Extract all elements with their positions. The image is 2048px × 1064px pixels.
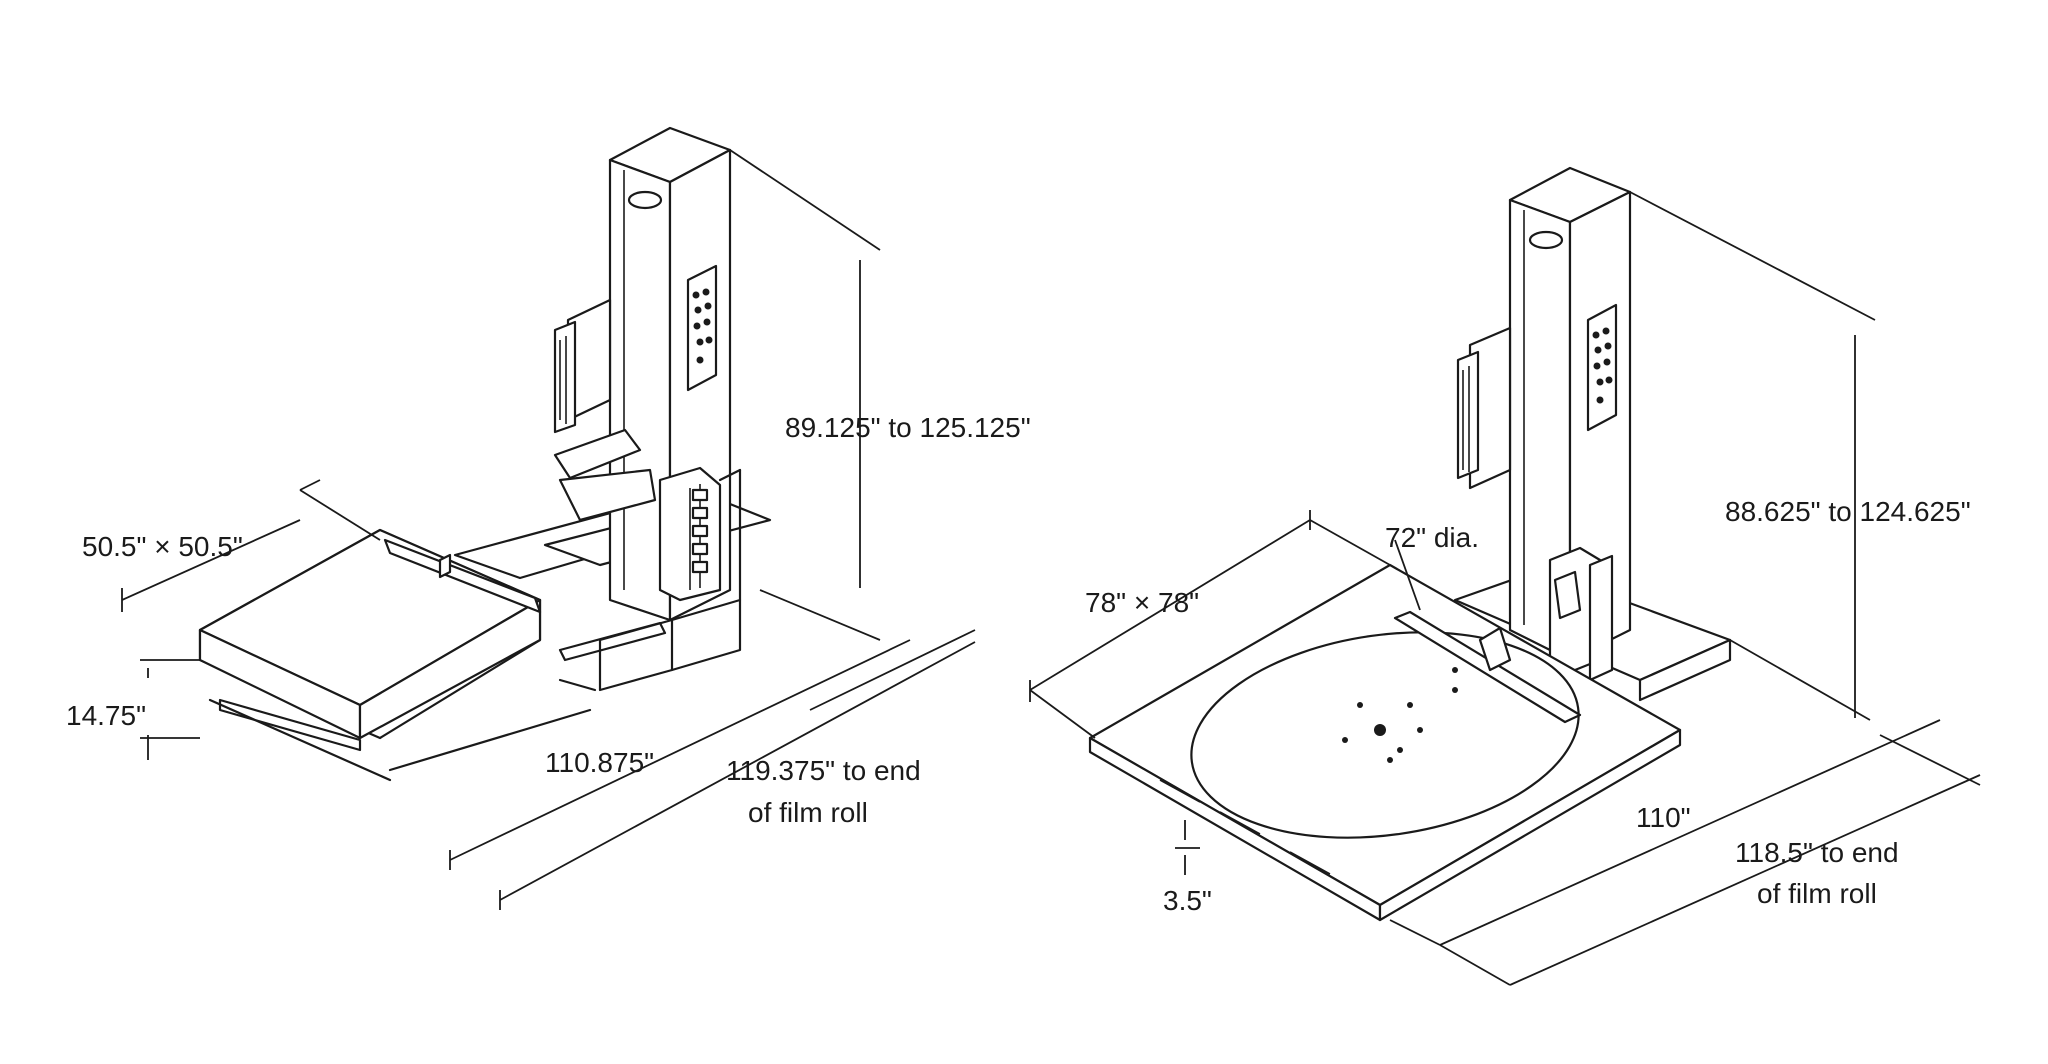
left-platform [198,528,542,782]
right-turntable-holes [1342,667,1458,763]
left-overall-length-label-line2: of film roll [748,797,868,828]
left-fork-frame [598,468,742,692]
left-overall-length-label-line1: 119.375" to end [726,755,921,786]
left-platform-height-label: 14.75" [66,700,146,731]
right-overall-length-label-line1: 118.5" to end [1735,837,1899,868]
left-machine [121,126,976,910]
right-motor-housing [1456,326,1512,490]
right-turntable [1190,610,1582,839]
left-labels: 50.5" × 50.5" 14.75" 89.125" to 125.125"… [66,412,1031,828]
left-mast-height-label: 89.125" to 125.125" [785,412,1031,443]
left-base-length-label: 110.875" [545,747,654,778]
left-motor-housing [553,298,612,434]
right-mast-height-label: 88.625" to 124.625" [1725,496,1971,527]
left-control-panel [686,264,718,392]
left-film-rollers [691,488,709,574]
left-platform-dimension-label: 50.5" × 50.5" [82,531,243,562]
right-turntable-diameter-label: 72" dia. [1385,522,1479,553]
right-carriage [1548,546,1614,682]
right-labels: 78" × 78" 72" dia. 3.5" 88.625" to 124.6… [1085,496,1971,916]
right-overall-length-label-line2: of film roll [1757,878,1877,909]
right-platform-dimension-label: 78" × 78" [1085,587,1199,618]
right-mast [1508,166,1632,662]
right-machine [1029,166,1981,986]
right-dimensions [1029,191,1981,986]
left-logo-badge [627,190,663,210]
left-dimensions [121,149,976,910]
left-carriage [553,428,722,602]
right-logo-badge [1528,230,1564,250]
right-base-length-label: 110" [1636,802,1691,833]
right-platform-height-label: 3.5" [1163,885,1212,916]
right-control-panel [1586,303,1618,432]
